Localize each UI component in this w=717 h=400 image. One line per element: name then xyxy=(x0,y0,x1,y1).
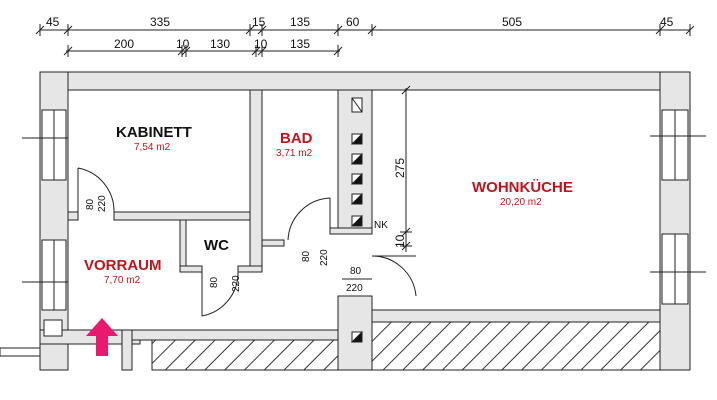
hatched-area-right xyxy=(371,321,661,371)
dimension-vertical xyxy=(400,85,412,252)
dim-top-1: 45 xyxy=(46,15,60,29)
wall-outer-top xyxy=(39,71,691,91)
wall-bottom-mid xyxy=(129,329,339,341)
room-wc-name: WC xyxy=(204,237,229,254)
door-kabinett xyxy=(77,167,115,213)
wall-kabinett-bottom-left xyxy=(67,211,79,221)
dim-top-7: 45 xyxy=(660,15,674,29)
entrance-arrow-icon xyxy=(86,318,118,356)
room-vorraum-name: VORRAUM xyxy=(84,257,162,274)
hatched-area-left xyxy=(151,339,339,371)
wall-wc-bottom xyxy=(179,265,203,273)
dimension-labels-top: 45 335 15 135 60 505 45 xyxy=(46,15,674,29)
windows xyxy=(22,109,706,311)
dim-vertical-10: 10 xyxy=(393,234,407,248)
room-bad-area: 3,71 m2 xyxy=(276,148,313,159)
room-wohnkueche-area: 20,20 m2 xyxy=(500,197,542,208)
wall-wc-bottom-right xyxy=(237,265,263,273)
door-kueche-height: 220 xyxy=(346,283,363,294)
dim-vertical-275: 275 xyxy=(393,158,407,178)
dim-top-5: 60 xyxy=(346,15,360,29)
dim-top-6: 505 xyxy=(502,15,522,29)
entrance-step xyxy=(0,347,41,357)
door-kabinett-width: 80 xyxy=(85,198,96,210)
dim-second-3: 130 xyxy=(210,37,230,51)
wall-bad-bottom xyxy=(261,239,285,247)
entrance-post xyxy=(121,329,133,371)
walls xyxy=(39,71,691,371)
room-kabinett-name: KABINETT xyxy=(116,124,192,141)
door-bad-height: 220 xyxy=(319,249,330,266)
wall-bottom-right xyxy=(371,309,661,323)
room-wohnkueche-name: WOHNKÜCHE xyxy=(472,179,573,196)
door-bad xyxy=(287,197,331,241)
wall-bad-bottom-right xyxy=(329,227,373,235)
room-kabinett-area: 7,54 m2 xyxy=(134,142,171,153)
dim-second-5: 135 xyxy=(290,37,310,51)
nk-label: NK xyxy=(374,220,388,231)
dim-second-4: 10 xyxy=(254,37,268,51)
vent-symbols xyxy=(350,97,363,343)
room-bad-name: BAD xyxy=(280,130,313,147)
dim-second-1: 200 xyxy=(114,37,134,51)
door-wc xyxy=(201,271,239,317)
door-bad-width: 80 xyxy=(301,250,312,262)
dim-second-2: 10 xyxy=(176,37,190,51)
dimension-chain-second xyxy=(63,45,343,57)
dimension-chain-top xyxy=(35,24,695,36)
door-wc-height: 220 xyxy=(231,275,242,292)
door-kabinett-height: 220 xyxy=(97,195,108,212)
dim-top-2: 335 xyxy=(150,15,170,29)
wall-kabinett-bad xyxy=(249,89,263,271)
wall-kabinett-bottom xyxy=(113,211,251,221)
entrance-block xyxy=(43,319,63,337)
dim-top-3: 15 xyxy=(252,15,266,29)
dim-top-4: 135 xyxy=(290,15,310,29)
room-vorraum-area: 7,70 m2 xyxy=(104,275,141,286)
dimension-labels-second: 200 10 130 10 135 xyxy=(114,37,310,51)
wall-wc-left xyxy=(179,219,187,271)
door-kueche-width: 80 xyxy=(350,266,362,277)
door-wohnkueche xyxy=(371,255,417,297)
door-wc-width: 80 xyxy=(209,276,220,288)
